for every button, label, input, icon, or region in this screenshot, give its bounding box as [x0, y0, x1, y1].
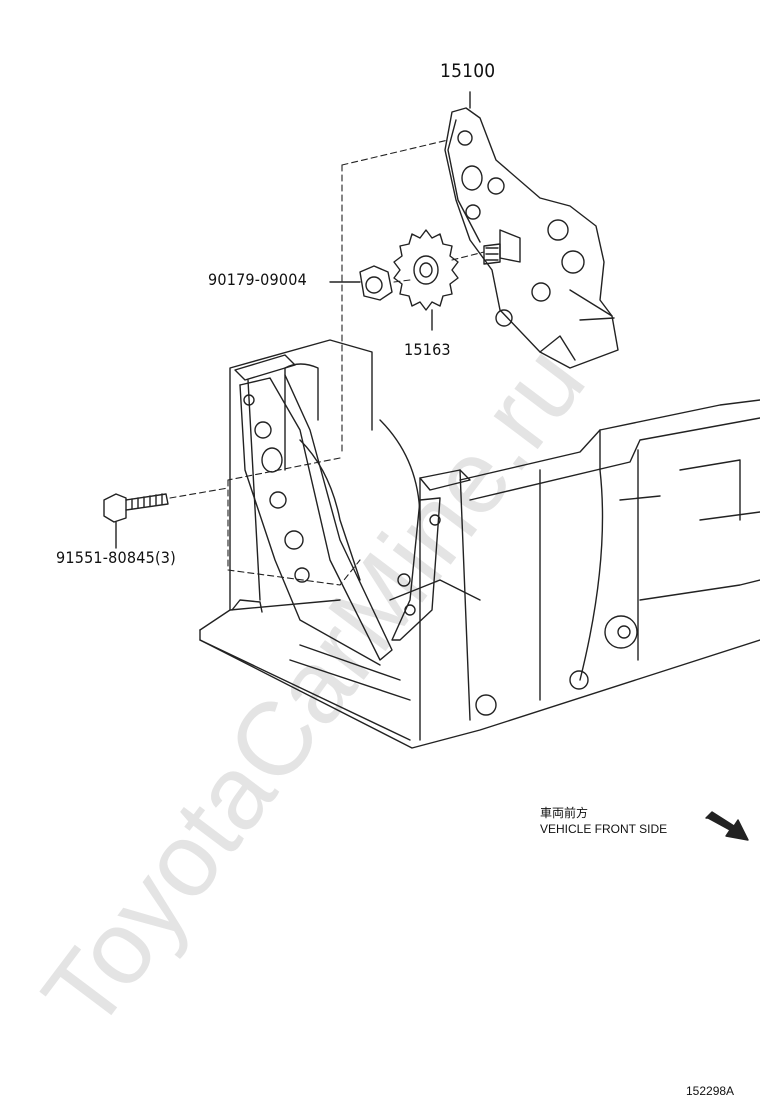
- sprocket-drawing: [393, 229, 459, 331]
- label-sprocket: 15163: [404, 340, 451, 359]
- oil-pump-drawing: [444, 91, 619, 369]
- figure-code: 152298A: [686, 1084, 735, 1098]
- front-arrow-drawing: [705, 811, 749, 841]
- direction-jp: 車両前方: [540, 806, 589, 820]
- bolt-drawing: [103, 493, 169, 549]
- dashed-guides: [169, 139, 485, 586]
- nut-drawing: [329, 265, 393, 301]
- label-bolt: 91551-80845(3): [56, 548, 176, 567]
- label-oil-pump: 15100: [440, 60, 496, 82]
- cover-plate: [239, 374, 441, 666]
- label-nut: 90179-09004: [208, 270, 307, 289]
- direction-en: VEHICLE FRONT SIDE: [540, 822, 668, 836]
